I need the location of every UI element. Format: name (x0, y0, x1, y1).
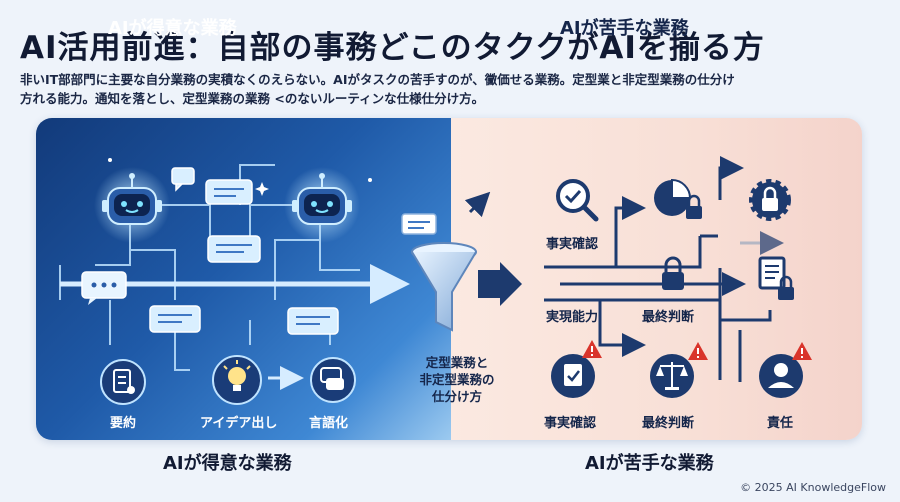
center-caption: 定型業務と 非定型業務の 仕分け方 (402, 354, 512, 405)
center-caption-line-3: 仕分け方 (431, 389, 482, 404)
task-label-verbalize: 言語化 (309, 416, 349, 431)
chat-bubble-icon (207, 235, 261, 263)
chat-bubble-icon (287, 307, 339, 335)
label-fact-check-top: 事実確認 (546, 237, 599, 252)
copyright: © 2025 AI KnowledgeFlow (740, 481, 886, 494)
speech-bubble-icon (310, 357, 356, 403)
lightbulb-icon (212, 355, 262, 405)
lock-icon (662, 256, 684, 290)
bottom-label-left: AIが得意な業務 (163, 453, 292, 474)
subtitle-line-2: 方れる能力。通知を落とし、定型業務の業務 <のないルーティンな仕様仕分け方。 (20, 91, 485, 106)
funnel-icon (401, 191, 491, 332)
center-caption-line-1: 定型業務と (425, 355, 489, 370)
robot-icon (94, 167, 170, 243)
gear-lock-icon (749, 179, 791, 221)
label-final-judgment-mid: 最終判断 (642, 310, 695, 325)
pie-chart-lock-icon (654, 178, 702, 219)
document-lock-icon (758, 256, 794, 300)
label-responsibility: 責任 (767, 416, 794, 431)
clipboard-check-icon (551, 340, 602, 398)
chat-bubble-icon (149, 305, 201, 333)
chat-bubble-icon (205, 179, 253, 205)
subtitle-line-1: 非いIT部部門に主要な自分業務の実積なくのえらない。AIがタスクの苦手すのが、黴… (20, 72, 735, 87)
flow-arrow-center (478, 262, 522, 306)
page-subtitle: 非いIT部部門に主要な自分業務の実積なくのえらない。AIがタスクの苦手すのが、黴… (20, 70, 880, 108)
right-panel-heading: AIが苦手な業務 (560, 18, 689, 39)
label-final-judgment-bottom: 最終判断 (642, 416, 695, 431)
center-caption-line-2: 非定型業務の (419, 372, 495, 387)
label-fact-check-bottom: 事実確認 (544, 416, 597, 431)
scales-icon (650, 342, 708, 398)
chat-bubble-icon (81, 271, 127, 305)
task-label-ideas: アイデア出し (200, 416, 278, 431)
robot-icon (284, 167, 360, 243)
left-panel-heading: AIが得意な業務 (108, 18, 237, 39)
sparkle-icon (108, 158, 372, 196)
chat-bubble-icon (171, 167, 195, 192)
person-icon (759, 342, 812, 398)
magnifier-check-icon (556, 179, 599, 222)
task-label-summary: 要約 (110, 416, 137, 431)
label-execution-ability: 実現能力 (546, 310, 599, 325)
document-icon (100, 359, 146, 405)
bottom-label-right: AIが苦手な業務 (585, 453, 714, 474)
page-title: AI活用前進：自部の事務どこのタククがAIを揃る方 (20, 30, 765, 66)
